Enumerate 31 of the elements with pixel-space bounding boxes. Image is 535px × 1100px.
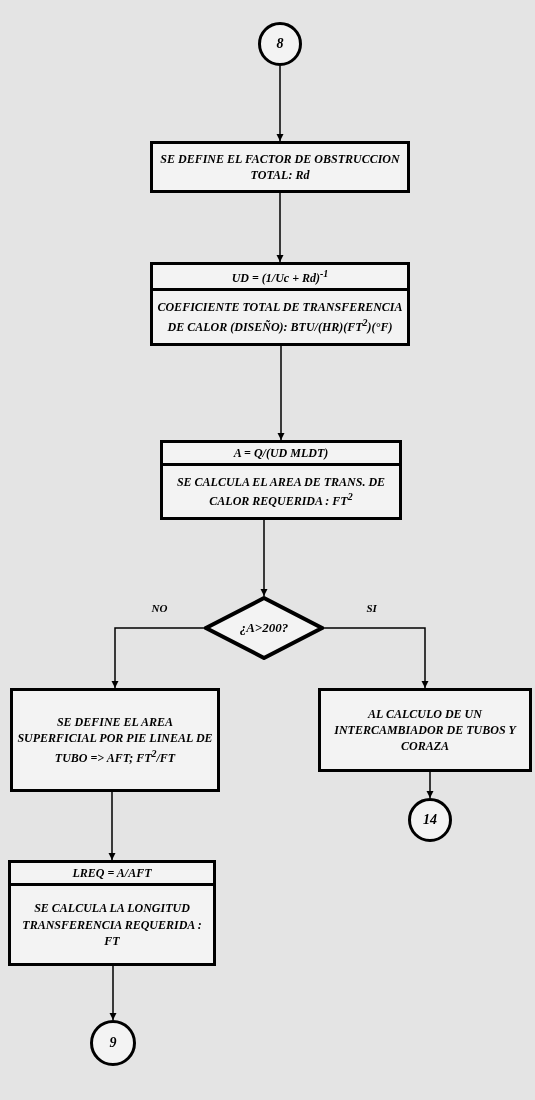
step-text: COEFICIENTE TOTAL DE TRANSFERENCIA DE CALOR (DISEÑO): BTU/(HR)(FT$^{2}$)(°F) bbox=[156, 299, 404, 336]
connector-circle: 14 bbox=[408, 798, 452, 842]
connector-circle: 8 bbox=[258, 22, 302, 66]
connector-circle: 9 bbox=[90, 1020, 136, 1066]
arrow bbox=[108, 791, 116, 861]
arrow bbox=[111, 627, 205, 689]
arrow bbox=[323, 627, 429, 689]
process-box bbox=[150, 141, 410, 193]
formula-text: A = Q/(UD MLDT) bbox=[232, 445, 330, 462]
edge-label: SI bbox=[364, 602, 379, 614]
process-box bbox=[318, 688, 532, 772]
arrow bbox=[276, 65, 284, 142]
step-text: SE CALCULA EL AREA DE TRANS. DE CALOR REQUERIDA : FT$^{2}$ bbox=[175, 473, 387, 511]
arrow bbox=[109, 965, 117, 1021]
process-box bbox=[160, 440, 402, 520]
step-text: SE CALCULA LA LONGITUD TRANSFERENCIA REQUERIDA : FT bbox=[21, 900, 203, 950]
process-box bbox=[10, 688, 220, 792]
decision-text: ¿A>200? bbox=[239, 620, 289, 636]
edge-label: NO bbox=[149, 602, 170, 614]
arrow bbox=[260, 519, 268, 597]
arrow bbox=[426, 771, 434, 799]
step-text: SE DEFINE EL FACTOR DE OBSTRUCCION TOTAL: Rd bbox=[159, 150, 401, 184]
formula-text: UD = (1/Uc + Rd)$^{-1}$ bbox=[230, 269, 330, 287]
decision-diamond bbox=[204, 596, 324, 660]
step-text: AL CALCULO DE UN INTERCAMBIADOR DE TUBOS Y CORAZA bbox=[333, 705, 518, 756]
process-box bbox=[150, 262, 410, 346]
arrow bbox=[277, 345, 285, 441]
arrow bbox=[276, 192, 284, 263]
formula-text: LREQ = A/AFT bbox=[71, 865, 153, 882]
process-box bbox=[8, 860, 216, 966]
step-text: SE DEFINE EL AREA SUPERFICIAL POR PIE LINEAL DE TUBO => AFT; FT$^{2}$/FT bbox=[16, 714, 214, 767]
